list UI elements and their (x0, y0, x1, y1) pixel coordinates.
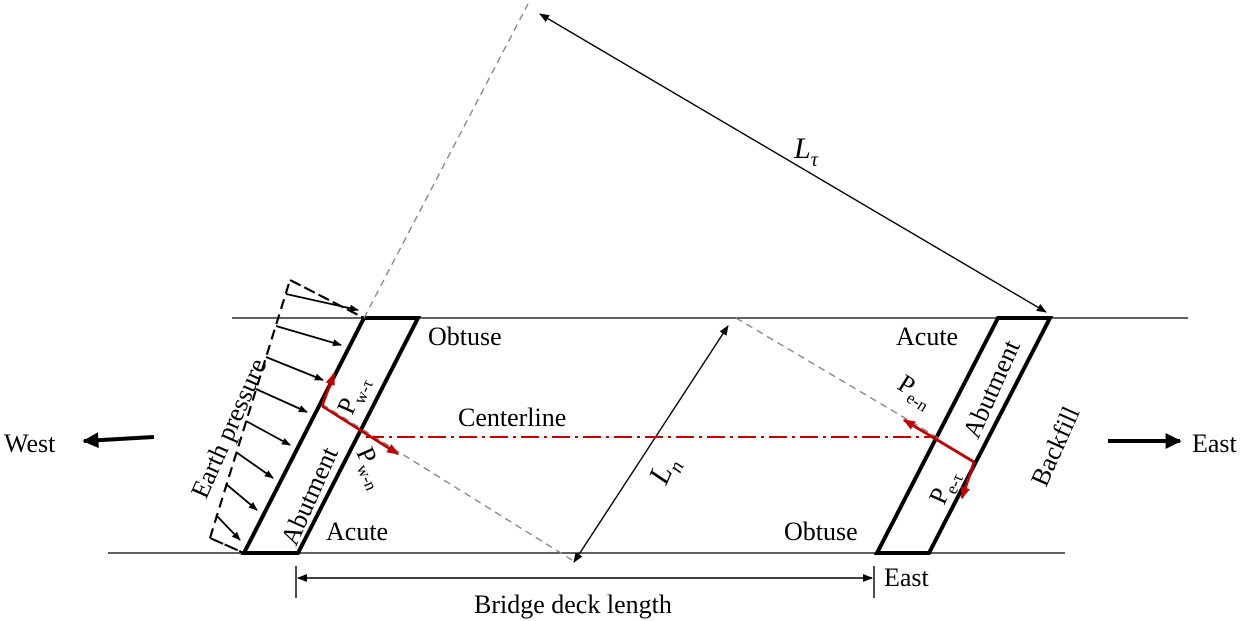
label-l-n: Ln (642, 451, 689, 492)
earth-pressure-dashed-left (209, 279, 291, 539)
west-arrow (82, 432, 155, 449)
label-bridge-deck-length: Bridge deck length (474, 590, 672, 619)
label-acute-bottom: Acute (326, 517, 388, 546)
label-l-tau: Lτ (793, 132, 819, 171)
normal-guide-east (735, 317, 943, 441)
label-p-e-n: Pe-n (891, 368, 940, 415)
label-backfill: Backfill (1025, 402, 1086, 490)
label-west: West (4, 429, 56, 458)
earth-pressure-dashed-top (289, 279, 365, 319)
label-east-bottom: East (884, 563, 930, 592)
force-p-w-tau (320, 372, 336, 407)
l-tau-guide (363, 3, 529, 319)
label-p-e-tau: Pe-τ (923, 465, 967, 510)
force-p-w-n (321, 404, 400, 456)
force-p-e-n (902, 418, 975, 464)
l-n-dimension (573, 325, 729, 563)
label-acute-top: Acute (896, 322, 958, 351)
label-p-w-n: Pw-n (347, 443, 394, 494)
l-tau-dimension (539, 13, 1047, 313)
earth-pressure-dashed-bottom (209, 537, 245, 554)
label-centerline: Centerline (458, 403, 566, 432)
force-p-e-tau (960, 461, 976, 500)
east-abutment (873, 316, 1054, 555)
earth-pressure-arrows (215, 293, 359, 541)
label-obtuse-top: Obtuse (428, 322, 502, 351)
normal-guide-west (321, 403, 573, 561)
label-east-direction: East (1192, 429, 1238, 458)
label-obtuse-bottom: Obtuse (784, 517, 858, 546)
